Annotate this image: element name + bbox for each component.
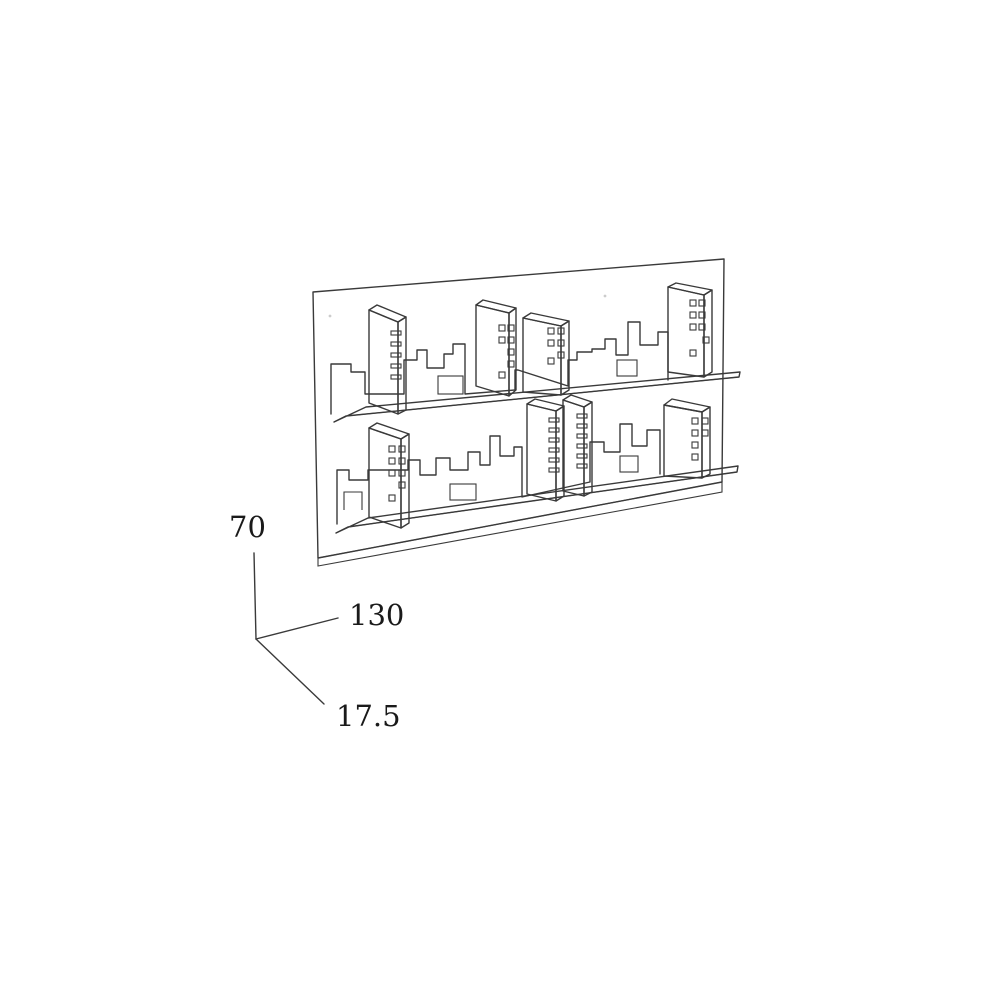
width-dimension-label: 130 bbox=[349, 598, 404, 632]
depth-axis-line bbox=[255, 638, 325, 705]
back-panel bbox=[312, 258, 725, 567]
skyline-window bbox=[449, 483, 477, 501]
upper-block-3 bbox=[522, 312, 570, 396]
back-panel-edge bbox=[317, 481, 723, 567]
height-axis-line bbox=[253, 552, 257, 640]
upper-shelf bbox=[333, 371, 741, 423]
mounting-hole bbox=[328, 314, 332, 318]
lower-block-1 bbox=[368, 422, 410, 529]
depth-dimension-label: 17.5 bbox=[336, 699, 401, 733]
lower-shelf-front-edge bbox=[335, 471, 738, 534]
back-panel-face bbox=[312, 258, 725, 559]
height-dimension-label: 70 bbox=[229, 510, 266, 544]
upper-block-2 bbox=[475, 299, 517, 397]
skyline-window bbox=[619, 455, 639, 473]
upper-block-4 bbox=[667, 282, 713, 378]
upper-block-1 bbox=[368, 304, 407, 415]
upper-shelf-front-edge bbox=[333, 376, 740, 423]
dimension-axes bbox=[253, 552, 339, 705]
skyline-cutout-lower bbox=[336, 423, 661, 525]
lower-block-2 bbox=[526, 398, 565, 502]
lower-shelf bbox=[335, 465, 739, 534]
mounting-hole bbox=[603, 294, 607, 298]
lower-block-4 bbox=[663, 398, 711, 479]
skyline-door bbox=[343, 491, 363, 510]
width-axis-line bbox=[255, 617, 339, 640]
skyline-window bbox=[616, 359, 638, 377]
skyline-window bbox=[437, 375, 464, 395]
lower-block-3 bbox=[562, 394, 593, 497]
skyline-cutout-upper bbox=[330, 321, 669, 415]
